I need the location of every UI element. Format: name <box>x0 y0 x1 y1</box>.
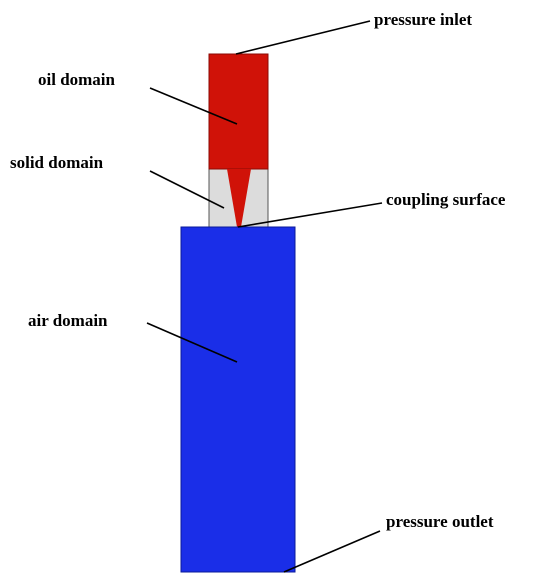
pressure-inlet-label: pressure inlet <box>374 10 472 29</box>
oil-domain-leader <box>149 87 238 125</box>
pressure-outlet-label: pressure outlet <box>386 512 494 531</box>
oil-domain-region <box>208 53 269 170</box>
solid-domain-label: solid domain <box>10 153 104 172</box>
air-domain-label: air domain <box>28 311 108 330</box>
pressure-outlet-leader <box>283 530 381 573</box>
coupling-surface-leader <box>237 202 383 228</box>
coupling-surface-label: coupling surface <box>386 190 506 209</box>
oil-nozzle-cone <box>227 169 251 227</box>
oil-domain-label: oil domain <box>38 70 116 89</box>
air-domain-leader <box>146 322 238 363</box>
pressure-inlet-leader <box>235 20 371 55</box>
solid-domain-leader <box>149 170 225 209</box>
air-domain-region <box>180 226 296 573</box>
